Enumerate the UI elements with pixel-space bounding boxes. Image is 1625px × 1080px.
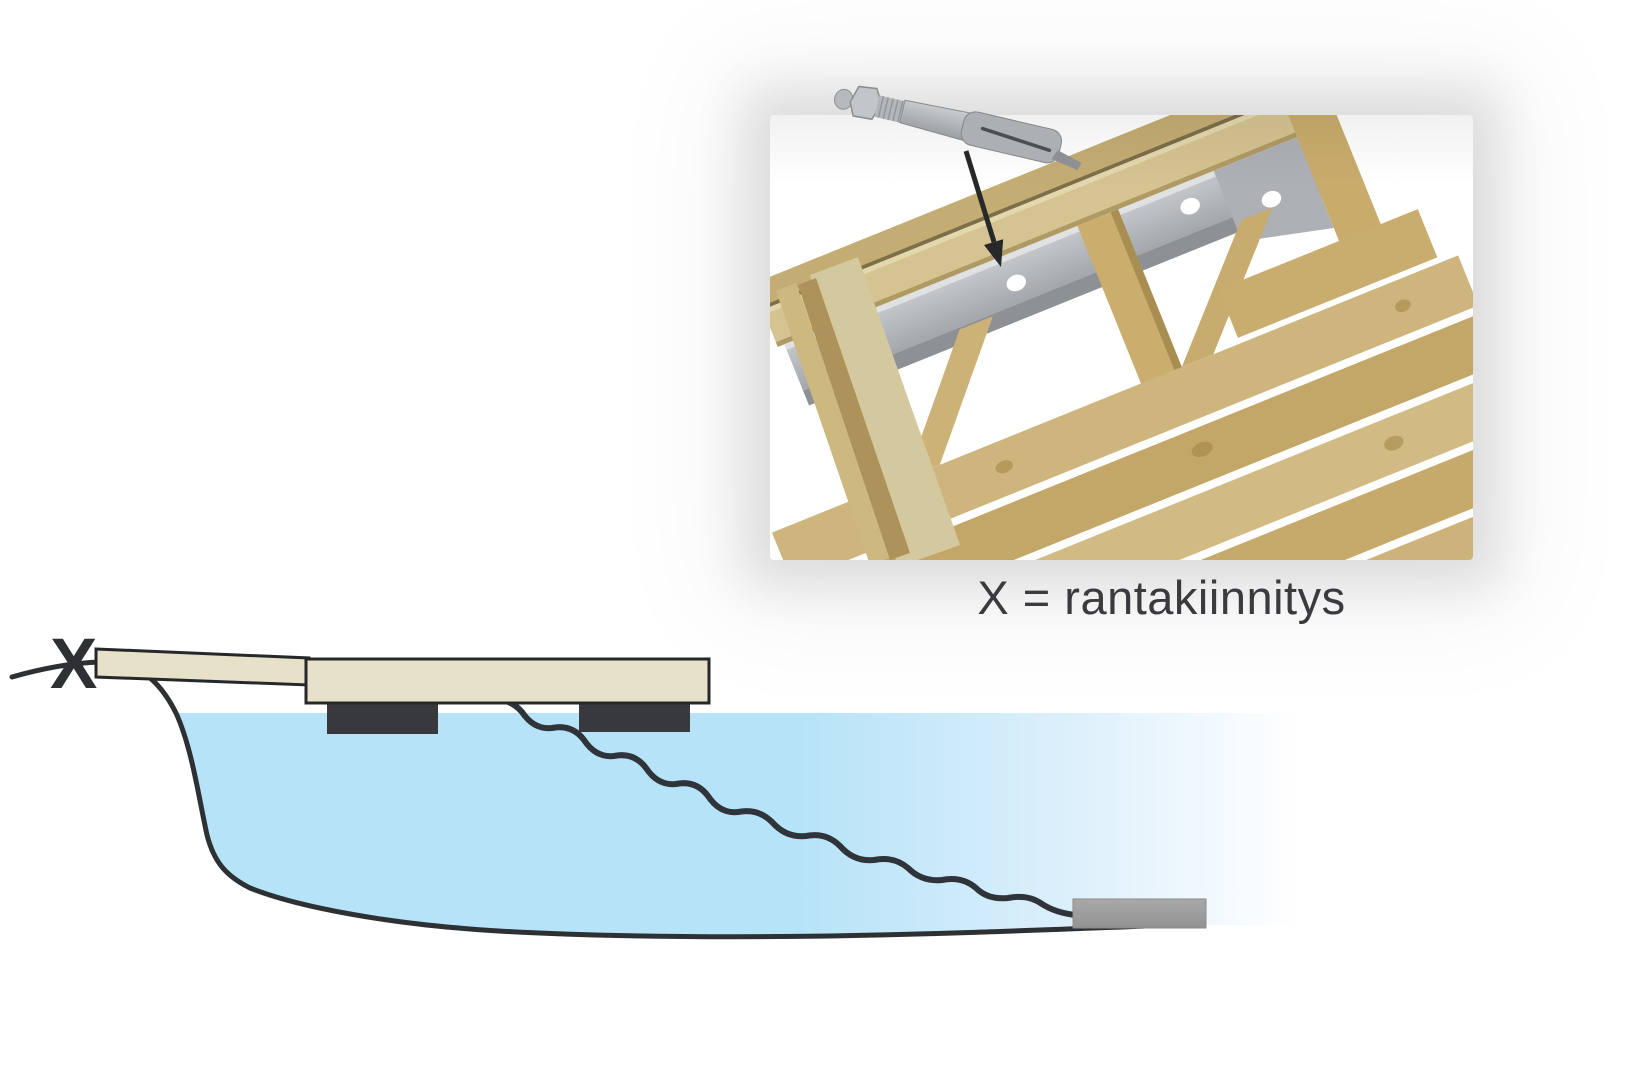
anchor-weight	[1072, 898, 1207, 929]
left-side-boards	[776, 257, 960, 560]
dock-float-left	[327, 703, 438, 734]
dock-frame-group	[770, 115, 1473, 560]
shore-marker-x: X	[50, 625, 97, 704]
dock-frame-illustration	[770, 115, 1473, 560]
anchor-bolt	[834, 85, 1082, 171]
sleeve-slit	[980, 126, 1052, 153]
rail-shadow-edge	[775, 128, 1307, 347]
joist-shadow	[1110, 209, 1184, 375]
galvanized-channel	[784, 134, 1323, 391]
arrow-pointer-icon	[963, 150, 1004, 267]
wood-knots	[995, 299, 1411, 474]
channel-lower-lip	[803, 180, 1329, 406]
frame-right-rail	[1282, 115, 1390, 263]
outer-fender-board	[770, 115, 1290, 307]
deck-boards	[771, 255, 1473, 560]
deck-board-offset	[1218, 209, 1438, 338]
dock-float-right	[579, 703, 690, 732]
water-area	[176, 713, 1297, 937]
corner-plate	[1213, 137, 1334, 242]
diagonal-brace-left	[906, 316, 993, 479]
dock-underside-photo	[770, 115, 1473, 560]
thread-lines	[877, 96, 904, 123]
wedge-tail	[1051, 150, 1082, 171]
mooring-rope	[489, 696, 1079, 918]
floating-dock	[304, 657, 711, 705]
photo-caption: X = rantakiinnitys	[977, 571, 1346, 624]
channel-top-edge	[784, 134, 1306, 350]
gangway	[94, 647, 311, 687]
rail-highlight	[770, 115, 1294, 315]
board-gap-shadow	[770, 115, 1292, 310]
middle-joist	[1077, 209, 1184, 389]
anchor-bolt-illustration	[834, 85, 1082, 171]
frame-far-rail	[770, 115, 1307, 347]
